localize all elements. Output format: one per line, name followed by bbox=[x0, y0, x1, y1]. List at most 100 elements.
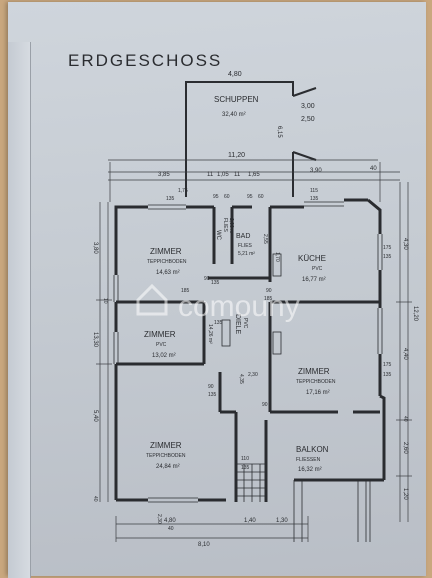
dim-st-110: 110 bbox=[241, 456, 249, 462]
staircase bbox=[236, 463, 266, 502]
room-schuppen-area: 32,40 m² bbox=[222, 112, 246, 118]
dim-r135: 135 bbox=[383, 254, 392, 260]
dim-right-260: 2,60 bbox=[402, 442, 408, 454]
dim-left-1330: 13,30 bbox=[92, 332, 98, 348]
dim-11b: 11 bbox=[234, 172, 241, 178]
room-zimmer2-floor: PVC bbox=[156, 342, 167, 348]
dim-left-540: 5,40 bbox=[92, 410, 98, 422]
watermark: comouny bbox=[136, 283, 300, 323]
room-balkon-name: BALKON bbox=[296, 445, 329, 454]
dim-d135: 135 bbox=[166, 196, 175, 202]
dim-mid-90d: 90 bbox=[262, 402, 268, 408]
dim-mid-185b: 185 bbox=[264, 296, 273, 302]
dim-right-430: 4,30 bbox=[402, 238, 408, 250]
room-zimmer3-floor: TEPPICHBODEN bbox=[296, 379, 336, 385]
dim-390: 3,90 bbox=[310, 168, 322, 174]
dim-mid-435: 4,35 bbox=[238, 374, 244, 384]
floor-plan: ERDGESCHOSS 4,80 3,00 2,50 6,15 SCHUPPEN… bbox=[68, 51, 418, 548]
kitchen-fittings bbox=[221, 253, 282, 355]
room-zimmer4-area: 24,84 m² bbox=[156, 464, 180, 470]
room-schuppen-name: SCHUPPEN bbox=[214, 95, 259, 104]
dim-r175b: 175 bbox=[383, 362, 392, 368]
dim-105: 1,05 bbox=[217, 172, 229, 178]
dim-mid-135: 135 bbox=[211, 280, 220, 286]
dim-mid-135d: 135 bbox=[214, 320, 223, 326]
dim-d95b: 95 bbox=[247, 194, 253, 200]
dim-door-a: 3,00 bbox=[301, 103, 315, 110]
room-balkon-area: 16,32 m² bbox=[298, 467, 322, 473]
building-walls bbox=[114, 198, 386, 502]
dim-left-380: 3,80 bbox=[92, 242, 98, 254]
dim-bottom-40: 40 bbox=[168, 526, 174, 532]
room-kueche-name: KÜCHE bbox=[298, 254, 326, 263]
dim-bottom-140: 1,40 bbox=[244, 518, 256, 524]
room-wc-name: WC bbox=[215, 230, 221, 241]
dim-right-1220: 12,20 bbox=[412, 306, 418, 322]
left-dimension-lines bbox=[96, 202, 112, 502]
right-dimension-lines bbox=[396, 182, 412, 522]
room-zimmer4-floor: TEPPICHBODEN bbox=[146, 453, 186, 459]
room-diele-floor: PVC bbox=[242, 318, 248, 329]
dim-d95: 95 bbox=[213, 194, 219, 200]
dim-mid-185: 185 bbox=[181, 288, 190, 294]
room-zimmer1-name: ZIMMER bbox=[150, 247, 182, 256]
room-diele-name: DIELE bbox=[234, 314, 241, 335]
page-title: ERDGESCHOSS bbox=[68, 51, 222, 70]
dim-165: 1,65 bbox=[248, 172, 260, 178]
room-diele-area: 14,26 m² bbox=[207, 324, 213, 344]
dim-d135b: 135 bbox=[310, 196, 319, 202]
dim-bottom-230: 2,30 bbox=[156, 514, 162, 524]
upper-dimension-lines bbox=[108, 159, 400, 202]
paper-sheet: ERDGESCHOSS 4,80 3,00 2,50 6,15 SCHUPPEN… bbox=[8, 2, 426, 578]
binding-edge bbox=[8, 42, 31, 578]
dim-40-top: 40 bbox=[370, 166, 377, 172]
room-bad-area: 5,21 m² bbox=[238, 251, 255, 257]
balcony-railing bbox=[293, 480, 371, 542]
dim-bad-170: 1,70 bbox=[274, 252, 280, 262]
dim-door-b: 2,50 bbox=[301, 116, 315, 123]
schuppen-walls bbox=[185, 81, 317, 197]
dim-385: 3,85 bbox=[158, 172, 170, 178]
dim-r135b: 135 bbox=[383, 372, 392, 378]
room-zimmer1-area: 14,63 m² bbox=[156, 270, 180, 276]
dim-right-120: 1,20 bbox=[402, 488, 408, 500]
dim-total-upper: 11,20 bbox=[228, 152, 245, 159]
dim-mid-230: 2,30 bbox=[248, 372, 258, 378]
room-zimmer1-floor: TEPPICHBODEN bbox=[147, 259, 187, 265]
dim-left-40: 40 bbox=[92, 496, 98, 502]
dim-mid-90c: 90 bbox=[208, 384, 214, 390]
bottom-dimension-lines bbox=[115, 516, 309, 542]
dim-mid-90b: 90 bbox=[266, 288, 272, 294]
windows bbox=[113, 201, 383, 503]
dim-11a: 11 bbox=[207, 172, 214, 178]
room-zimmer3-area: 17,16 m² bbox=[306, 390, 330, 396]
dim-schuppen-width: 4,80 bbox=[228, 71, 242, 78]
dim-bottom-810: 8,10 bbox=[198, 542, 210, 548]
dim-r175: 175 bbox=[383, 245, 392, 251]
watermark-text: comouny bbox=[178, 290, 300, 323]
dim-bad-255: 2,55 bbox=[262, 234, 268, 244]
dim-st-135: 135 bbox=[241, 465, 250, 471]
dim-d115: 115 bbox=[310, 188, 318, 194]
room-zimmer3-name: ZIMMER bbox=[298, 367, 330, 376]
room-wc-area: 2,88 m² bbox=[228, 218, 234, 235]
dim-bottom-130: 1,30 bbox=[276, 518, 288, 524]
room-balkon-floor: FLIESSEN bbox=[296, 457, 321, 463]
dim-d60b: 60 bbox=[258, 194, 264, 200]
room-kueche-area: 16,77 m² bbox=[302, 277, 326, 283]
room-zimmer2-area: 13,02 m² bbox=[152, 353, 176, 359]
room-wc-floor: FLIES bbox=[222, 218, 228, 233]
dim-mid-135c: 135 bbox=[208, 392, 217, 398]
room-zimmer2-name: ZIMMER bbox=[144, 330, 176, 339]
dim-left-10: 10 bbox=[102, 298, 108, 304]
dim-mid-90: 90 bbox=[204, 276, 210, 282]
dim-bottom-480: 4,80 bbox=[164, 518, 176, 524]
dim-d175: 1,75 bbox=[178, 188, 188, 194]
room-zimmer4-name: ZIMMER bbox=[150, 441, 182, 450]
room-kueche-floor: PVC bbox=[312, 266, 323, 272]
room-bad-floor: FLIES bbox=[238, 243, 253, 249]
dim-schuppen-depth: 6,15 bbox=[276, 126, 282, 138]
dim-d60: 60 bbox=[224, 194, 230, 200]
dim-right-40: 40 bbox=[402, 416, 408, 422]
room-bad-name: BAD bbox=[236, 233, 250, 240]
